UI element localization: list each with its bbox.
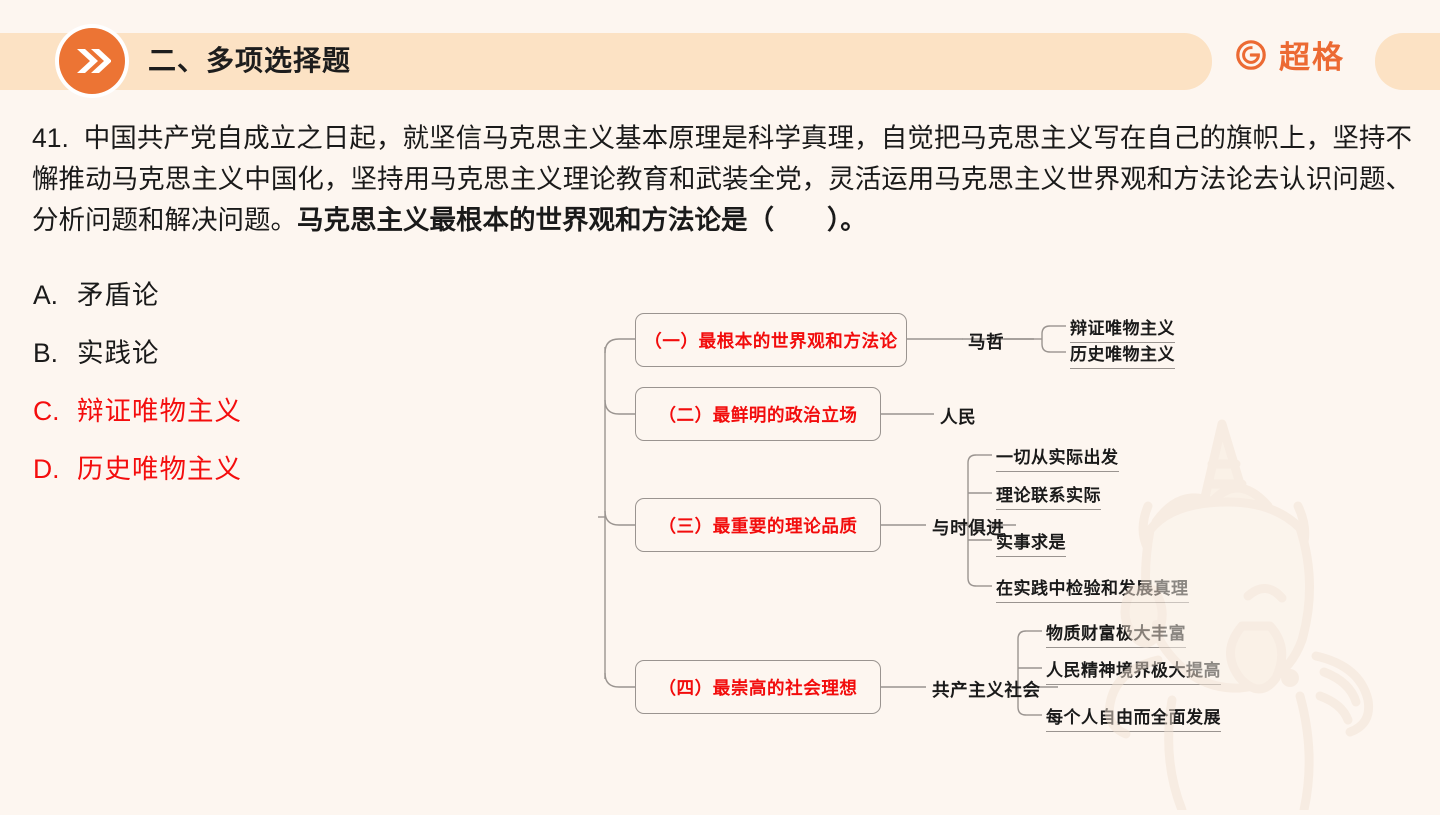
mindmap-leaf-1-1[interactable]: 辩证唯物主义 — [1070, 314, 1175, 343]
mindmap-connectors-secondary — [960, 524, 1018, 688]
mindmap-mid-3[interactable]: 与时俱进 — [932, 518, 1005, 538]
mindmap-leaf-3-2[interactable]: 理论联系实际 — [996, 481, 1101, 510]
mindmap-leaf-4-3[interactable]: 每个人自由而全面发展 — [1046, 703, 1221, 732]
mindmap-box-3[interactable]: （三）最重要的理论品质 — [635, 498, 881, 552]
brand-name: 超格 — [1279, 39, 1345, 75]
option-row-b[interactable]: B. 实践论 — [33, 324, 553, 382]
g-circle-logo-icon — [1234, 38, 1268, 77]
mindmap-leaf-1-2[interactable]: 历史唯物主义 — [1070, 340, 1175, 369]
mindmap-leaf-4-2[interactable]: 人民精神境界极大提高 — [1046, 656, 1221, 685]
header-band — [0, 33, 1212, 90]
header-decoration-pill — [1375, 33, 1440, 90]
question-number: 41. — [32, 123, 69, 153]
double-chevron-right-icon — [59, 28, 125, 94]
option-label: 矛盾论 — [77, 280, 160, 310]
mindmap-box-4[interactable]: （四）最崇高的社会理想 — [635, 660, 881, 714]
brand-logo: 超格 — [1234, 38, 1345, 77]
mindmap-box-2[interactable]: （二）最鲜明的政治立场 — [635, 387, 881, 441]
option-row-c[interactable]: C. 辩证唯物主义 — [33, 382, 553, 440]
mindmap-leaf-3-1[interactable]: 一切从实际出发 — [996, 443, 1119, 472]
mindmap-box-1[interactable]: （一）最根本的世界观和方法论 — [635, 313, 907, 367]
section-badge — [55, 24, 129, 98]
mindmap-diagram: （一）最根本的世界观和方法论 马哲 辩证唯物主义 历史唯物主义 （二）最鲜明的政… — [596, 295, 1296, 735]
mindmap-mid-4[interactable]: 共产主义社会 — [932, 680, 1041, 700]
page-title: 二、多项选择题 — [148, 45, 352, 76]
option-label: 辩证唯物主义 — [77, 396, 242, 426]
option-label: 实践论 — [77, 338, 160, 368]
option-row-d[interactable]: D. 历史唯物主义 — [33, 440, 553, 498]
mindmap-mid-1[interactable]: 马哲 — [968, 332, 1005, 352]
option-letter: A. — [33, 280, 59, 310]
option-letter: C. — [33, 396, 60, 426]
option-letter: B. — [33, 338, 59, 368]
mindmap-mid-2[interactable]: 人民 — [940, 407, 977, 427]
mindmap-leaf-4-1[interactable]: 物质财富极大丰富 — [1046, 619, 1186, 648]
mindmap-leaf-3-4[interactable]: 在实践中检验和发展真理 — [996, 574, 1189, 603]
question-body: 中国共产党自成立之日起，就坚信马克思主义基本原理是科学真理，自觉把马克思主义写在… — [32, 123, 1412, 235]
question-text: 41. 中国共产党自成立之日起，就坚信马克思主义基本原理是科学真理，自觉把马克思… — [32, 118, 1412, 241]
options-list: A. 矛盾论 B. 实践论 C. 辩证唯物主义 D. 历史唯物主义 — [33, 266, 553, 498]
option-row-a[interactable]: A. 矛盾论 — [33, 266, 553, 324]
question-body-bold: 马克思主义最根本的世界观和方法论是（ ）。 — [297, 205, 867, 235]
option-letter: D. — [33, 454, 60, 484]
option-label: 历史唯物主义 — [77, 454, 242, 484]
mindmap-leaf-3-3[interactable]: 实事求是 — [996, 528, 1066, 557]
